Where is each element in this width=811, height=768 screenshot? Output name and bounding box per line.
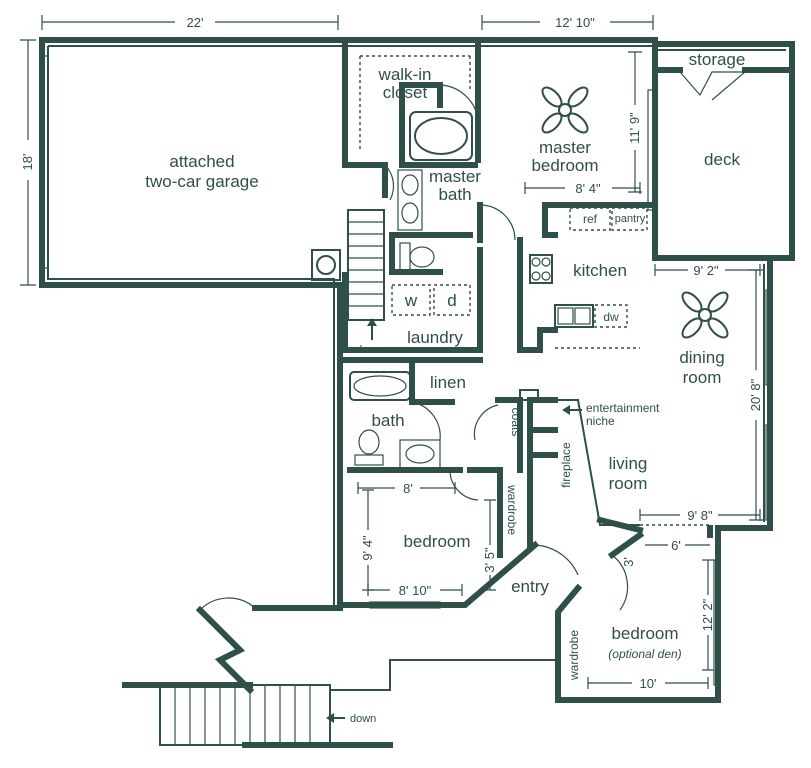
dim-garage-height: 18' bbox=[20, 154, 35, 171]
master-bedroom-label-line2: bedroom bbox=[531, 156, 598, 175]
garage-label-line2: two-car garage bbox=[145, 172, 258, 191]
dishwasher-label: dw bbox=[603, 310, 619, 324]
exterior-stairs: down bbox=[122, 605, 558, 748]
dim-bedroom2-width2: 10' bbox=[640, 676, 657, 691]
dim-master-width2: 8' 4" bbox=[575, 181, 601, 196]
dining-ceiling-fan-icon bbox=[681, 291, 729, 339]
garage-label-line1: attached bbox=[169, 152, 234, 171]
room-labels: attached two-car garage walk-in closet m… bbox=[145, 50, 745, 681]
storage-label: storage bbox=[689, 50, 746, 69]
walkin-closet-label-line2: closet bbox=[383, 83, 428, 102]
dryer-label: d bbox=[447, 291, 456, 310]
coats-label: coats bbox=[509, 408, 523, 437]
exterior-stairs-down-label: down bbox=[350, 713, 376, 725]
master-bedroom-label-line1: master bbox=[539, 138, 591, 157]
pantry-label: pantry bbox=[615, 213, 646, 225]
appliance-labels: w d ref pantry dw bbox=[404, 212, 646, 324]
dining-room-label-line1: dining bbox=[679, 348, 724, 367]
exterior-walls bbox=[39, 37, 795, 703]
bath-label: bath bbox=[371, 411, 404, 430]
deck-label: deck bbox=[704, 150, 740, 169]
living-room-label-line2: room bbox=[609, 474, 648, 493]
kitchen-label: kitchen bbox=[573, 261, 627, 280]
dim-bedroom2-depth: 3' bbox=[621, 557, 636, 567]
dimension-labels: 22' 18' 12' 10" 11' 9" 8' 4" 9' 2" 20' 8… bbox=[20, 15, 763, 691]
dim-bedroom-width: 8' bbox=[403, 481, 413, 496]
fixtures bbox=[311, 55, 729, 526]
entertainment-niche-label-line1: entertainment bbox=[586, 401, 660, 415]
interior-walls bbox=[342, 41, 793, 560]
wardrobe2-label: wardrobe bbox=[567, 630, 581, 681]
ref-label: ref bbox=[583, 212, 598, 226]
wardrobe-label: wardrobe bbox=[505, 484, 519, 535]
entry-label: entry bbox=[511, 577, 549, 596]
dim-garage-width: 22' bbox=[187, 15, 204, 30]
stairs-down-label: down bbox=[356, 344, 382, 356]
living-room-label-line1: living bbox=[609, 454, 648, 473]
dim-dining-width: 9' 2" bbox=[693, 263, 719, 278]
dim-bedroom-depth: 3' 5" bbox=[482, 547, 497, 573]
dim-bedroom2-width: 6' bbox=[671, 538, 681, 553]
dining-room-label-line2: room bbox=[683, 368, 722, 387]
dim-bedroom-width2: 8' 10" bbox=[399, 583, 432, 598]
master-bath-label-line1: master bbox=[429, 167, 481, 186]
washer-label: w bbox=[404, 291, 418, 310]
master-bath-label-line2: bath bbox=[438, 185, 471, 204]
fireplace-label: fireplace bbox=[559, 442, 573, 488]
entertainment-niche-label-line2: niche bbox=[586, 414, 615, 428]
walkin-closet-label-line1: walk-in bbox=[378, 65, 432, 84]
bedroom2-note-label: (optional den) bbox=[608, 647, 681, 661]
dimension-lines bbox=[20, 15, 763, 689]
bedroom-label: bedroom bbox=[403, 532, 470, 551]
linen-label: linen bbox=[430, 373, 466, 392]
dim-master-width: 12' 10" bbox=[555, 15, 595, 30]
interior-stairs: down bbox=[347, 209, 385, 356]
dim-living-width: 9' 8" bbox=[687, 508, 713, 523]
dim-bedroom2-height: 12' 2" bbox=[700, 598, 715, 631]
dim-dining-height: 20' 8" bbox=[748, 378, 763, 411]
windows bbox=[41, 55, 773, 686]
doors bbox=[199, 71, 747, 611]
dim-master-height: 11' 9" bbox=[627, 112, 642, 144]
dim-bedroom-height: 9' 4" bbox=[360, 535, 375, 561]
laundry-label: laundry bbox=[407, 328, 463, 347]
bedroom2-label: bedroom bbox=[611, 624, 678, 643]
master-ceiling-fan-icon bbox=[541, 86, 589, 134]
